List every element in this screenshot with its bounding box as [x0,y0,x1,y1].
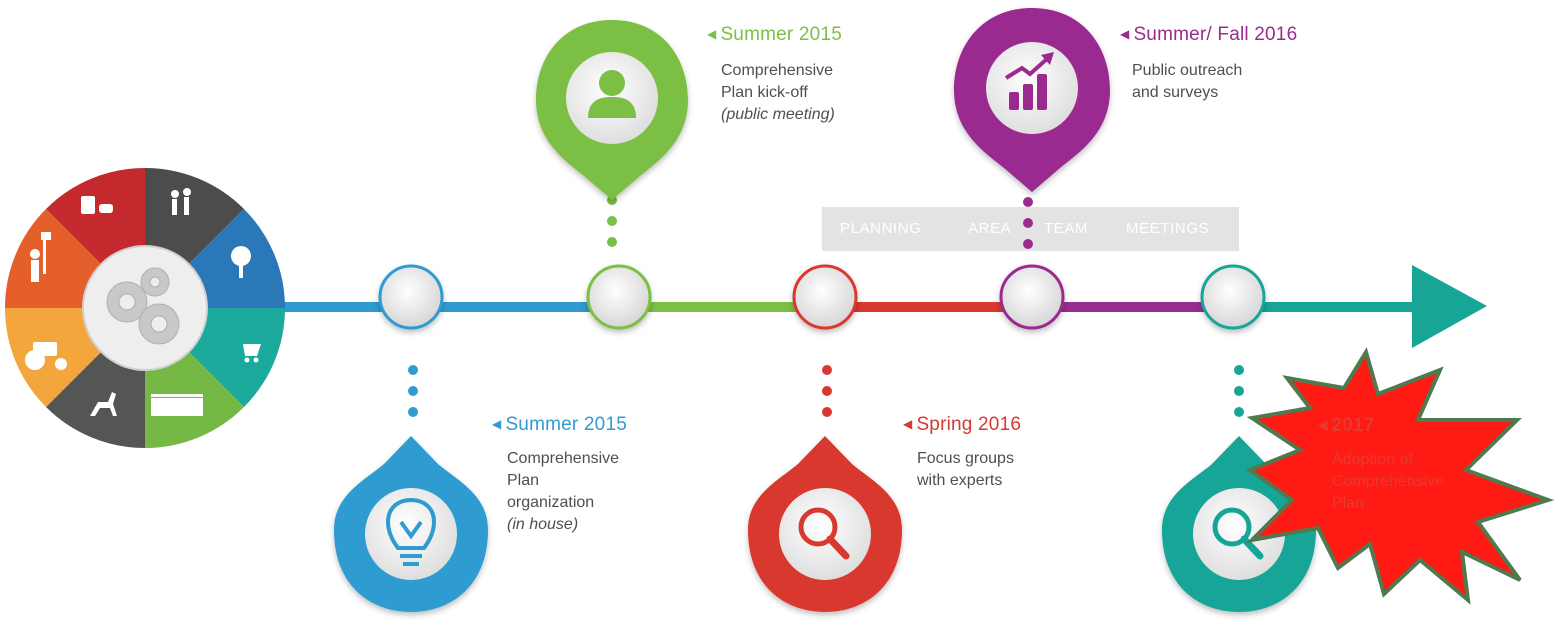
milestone-date: ◀Summer/ Fall 2016 [1120,24,1298,45]
timeline-node-2 [586,264,652,330]
milestone-adoption: ◀2017 Adoption of Comprehensive Plan [1318,415,1444,515]
magnifier-icon [798,507,850,560]
deer-icon [90,392,117,416]
timeline-node-3 [792,264,858,330]
timeline-node-1 [378,264,444,330]
milestone-organization: ◀Summer 2015 Comprehensive Plan organiza… [492,414,627,536]
cart-icon [243,344,261,363]
milestone-description: Comprehensive Plan kick-off (public meet… [721,62,835,123]
timeline-node-5 [1200,264,1266,330]
milestone-kickoff: ◀Summer 2015 Comprehensive Plan kick-off… [707,24,842,126]
milestone-date: ◀Summer 2015 [492,414,627,435]
band-word: PLANNING [840,220,922,237]
milestone-date: ◀Summer 2015 [707,24,842,45]
pointer-icon: ◀ [1120,27,1130,41]
timeline-nodes [378,264,1266,330]
band-word: AREA [968,220,1012,237]
sector-wheel [5,168,285,448]
pointer-icon: ◀ [1318,418,1328,432]
person-icon [588,70,636,118]
pedestrians-icon [171,188,191,215]
band-word: TEAM [1044,220,1089,237]
tractor-icon [25,342,67,370]
pin-spring-2016 [748,436,902,612]
lightbulb-icon [385,497,437,566]
pin-summer-fall-2016 [954,8,1110,192]
pin-summer-2015-organization [334,436,488,612]
pointer-icon: ◀ [707,27,717,41]
pointer-icon: ◀ [492,417,502,431]
milestone-description: Focus groups with experts [917,450,1014,489]
planning-area-team-meetings-band: PLANNING AREA TEAM MEETINGS [822,207,1239,251]
magnifier-icon [1212,507,1264,560]
milestone-description: Adoption of Comprehensive Plan [1332,451,1445,512]
red-starburst [1245,347,1555,605]
pointer-icon: ◀ [903,417,913,431]
connector-dots [408,195,1244,417]
milestone-date: ◀2017 [1318,415,1375,436]
farmer-icon [30,232,51,282]
gears-icon [106,267,180,345]
timeline-axis [270,265,1487,348]
milestone-date: ◀Spring 2016 [903,414,1022,435]
milestone-focus-groups: ◀Spring 2016 Focus groups with experts [903,414,1021,492]
pin-summer-2015-kickoff [536,20,688,200]
tree-icon [231,246,251,278]
timeline-arrowhead [1412,265,1487,348]
milestone-description: Comprehensive Plan organization (in hous… [507,450,620,533]
milestone-outreach: ◀Summer/ Fall 2016 Public outreach and s… [1120,24,1297,104]
growth-chart-icon [1004,52,1054,110]
milestone-description: Public outreach and surveys [1132,62,1243,101]
timeline-node-4 [999,264,1065,330]
band-word: MEETINGS [1126,220,1210,237]
train-car-icon [81,196,113,214]
building-icon [151,394,203,416]
